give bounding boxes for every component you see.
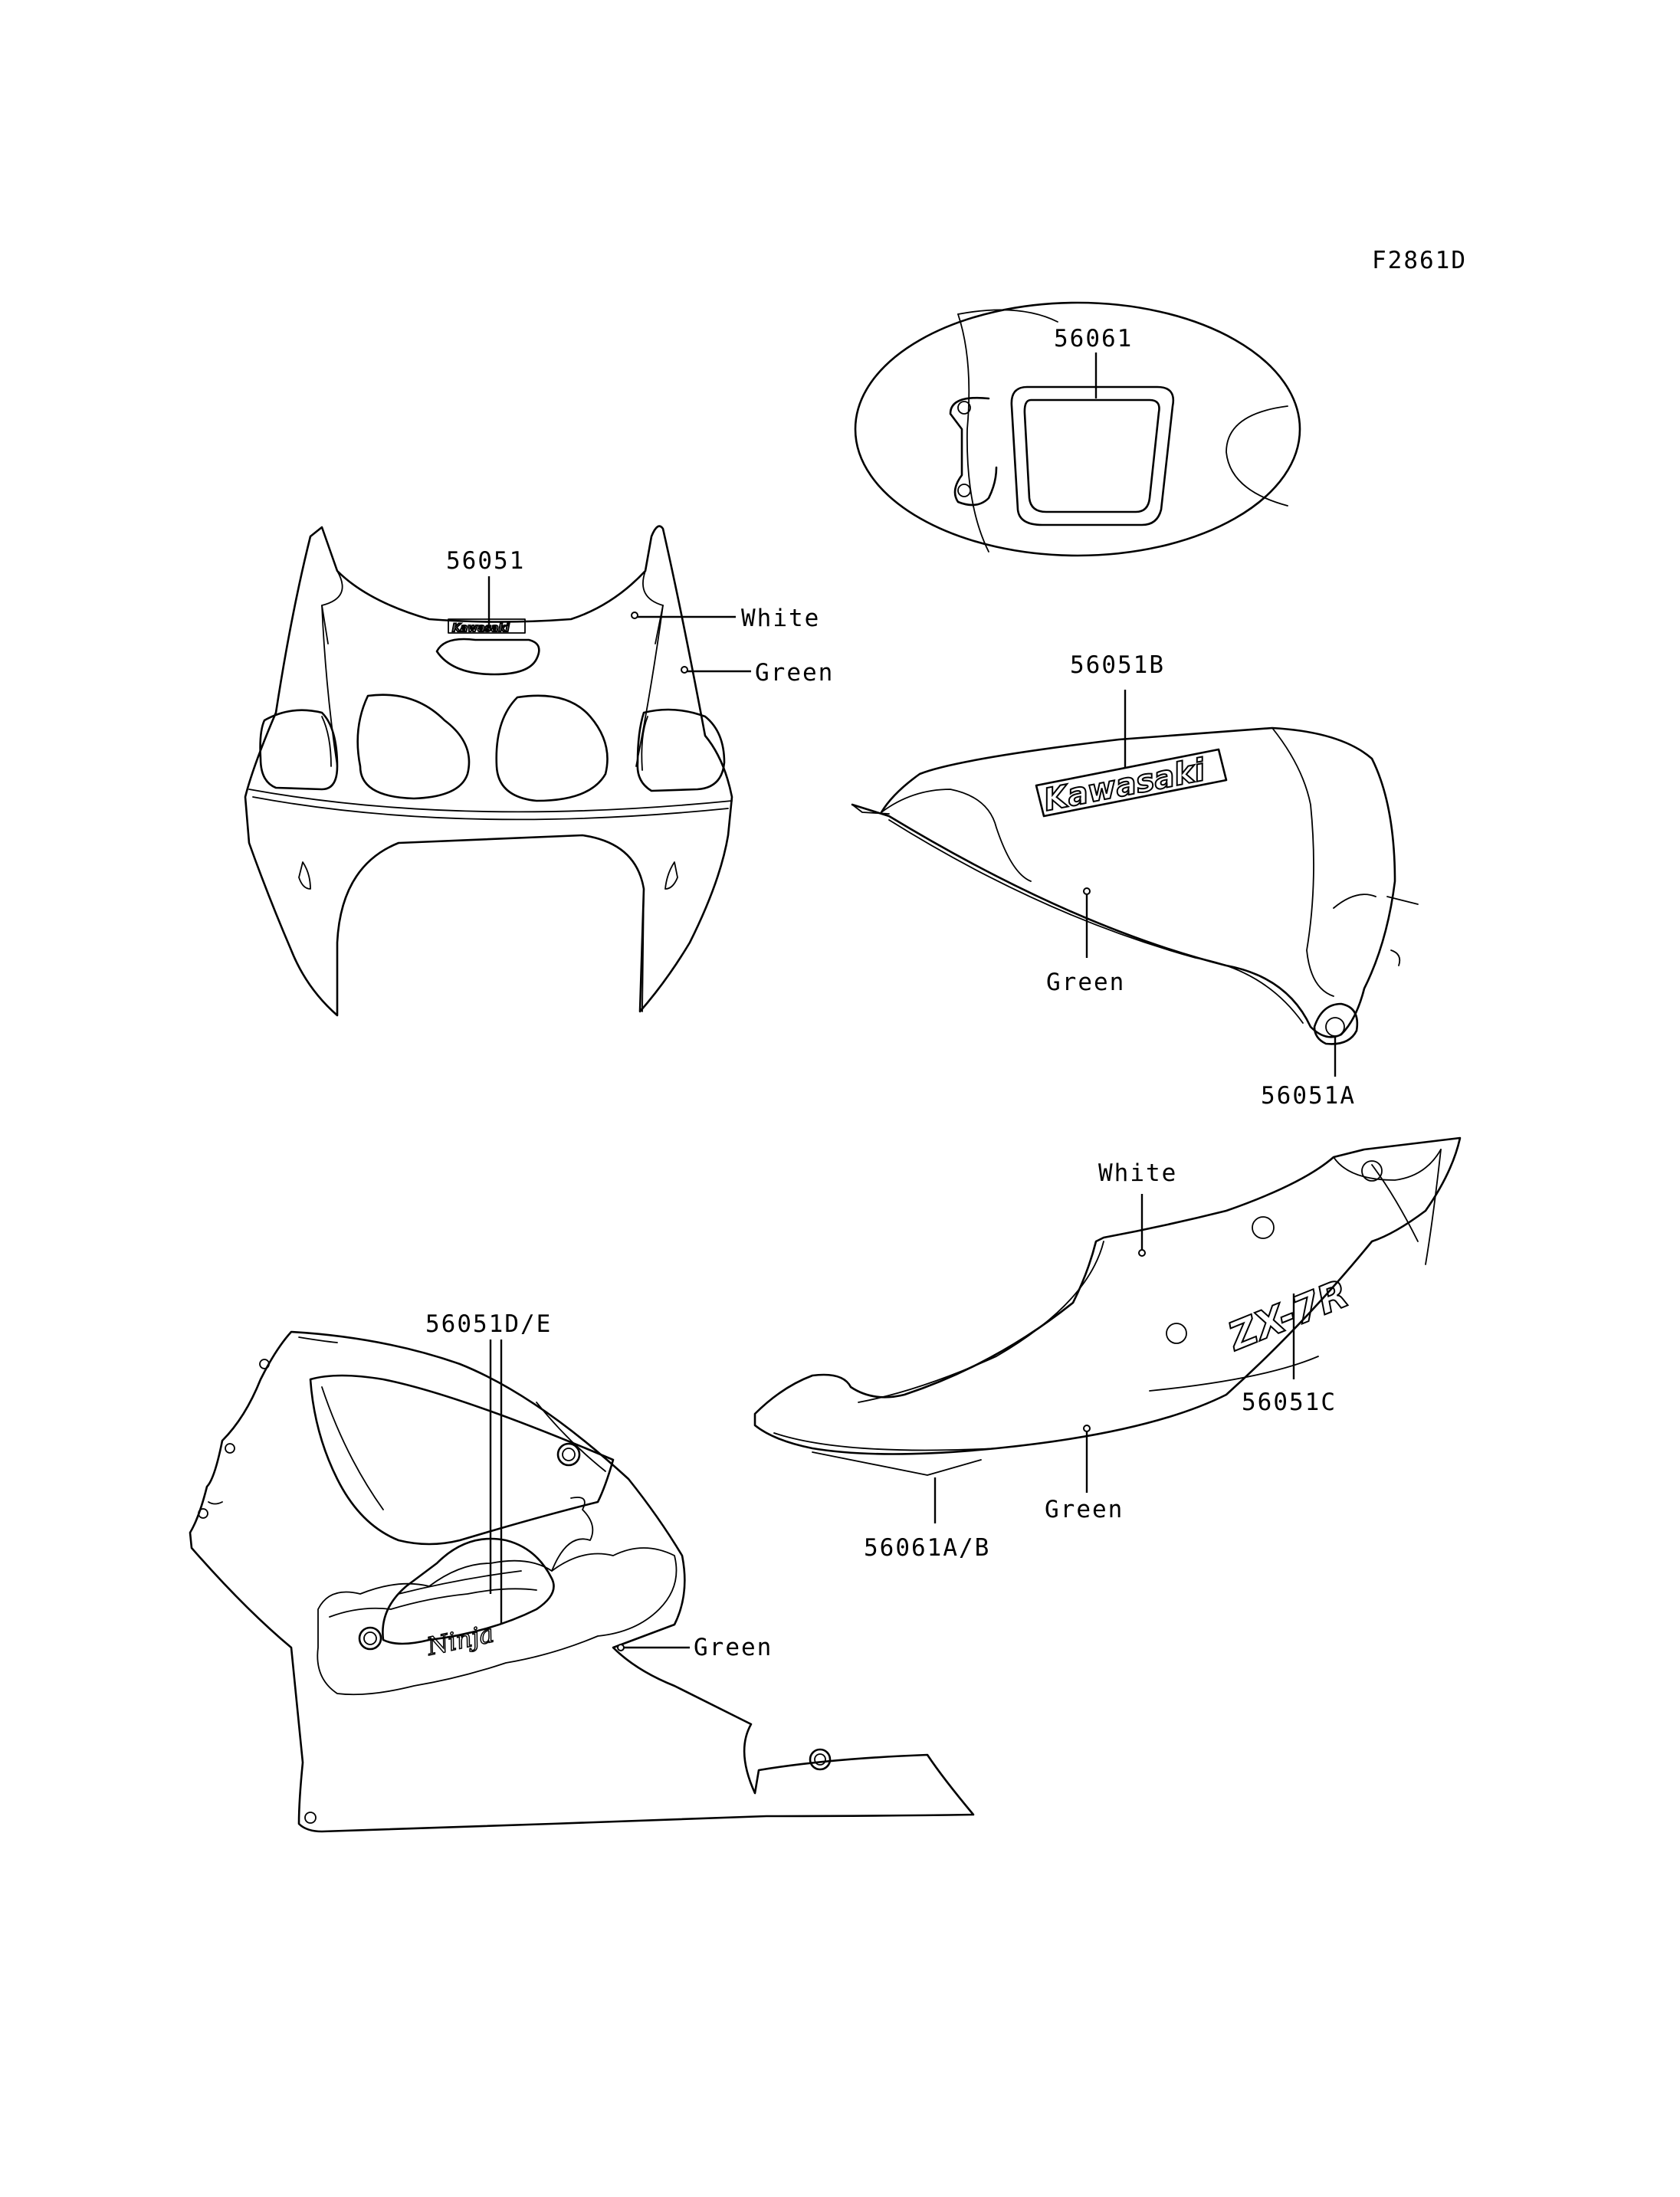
callout-56061AB: 56061A/B [864,1534,990,1562]
callout-56051A: 56051A [1261,1082,1356,1110]
callout-green-fairing: Green [755,659,834,687]
callout-56051B: 56051B [1070,651,1165,679]
fuel-tank-view: Kawasaki [851,690,1419,1077]
seat-cowl-decal-56061 [1010,385,1175,526]
tail-zx7r-logo: ZX-7R [1221,1271,1355,1360]
callout-white-fairing: White [741,605,820,632]
callout-56051: 56051 [446,547,525,575]
figure-id: F2861D [1372,247,1467,274]
callout-56051C: 56051C [1242,1389,1337,1416]
svg-text:Ninja: Ninja [424,1618,497,1661]
callout-green-tank: Green [1046,969,1125,996]
callout-56051DE: 56051D/E [425,1310,552,1338]
seat-cowl-view [854,301,1301,557]
seat-cover-view: ZX-7R [753,1136,1462,1523]
side-ninja-logo: Ninja [317,1497,678,1696]
callout-green-side: Green [694,1634,773,1661]
fairing-kawasaki-logo: Kawasaki [452,622,510,635]
tank-decal-56051B [1035,748,1228,818]
side-fairing-view: Ninja [189,1330,975,1833]
callout-green-tail: Green [1045,1496,1124,1523]
upper-fairing-view: Kawasaki [244,525,751,1017]
callout-56061: 56061 [1054,325,1133,353]
callout-white-tail: White [1098,1159,1177,1187]
